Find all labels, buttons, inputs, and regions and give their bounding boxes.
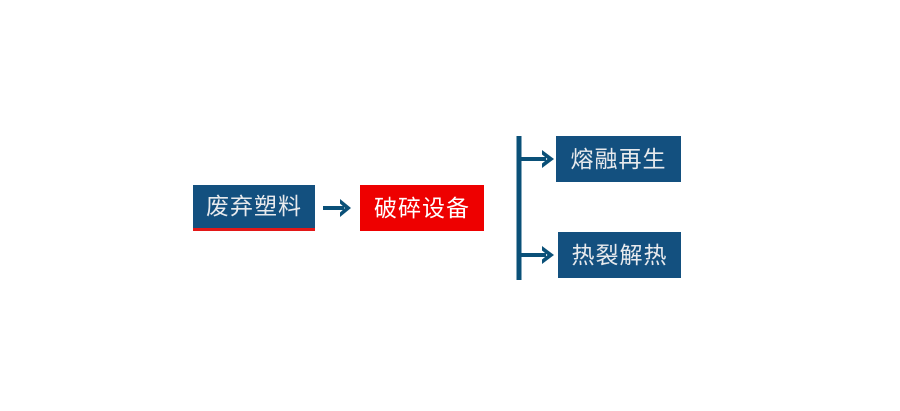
arrow-right-glyph: [323, 199, 351, 217]
arrow-right-icon: [320, 193, 356, 223]
branch-connector-glyph: [516, 136, 554, 280]
node-process-crushing-equipment[interactable]: 破碎设备: [360, 185, 484, 231]
node-input-waste-plastic[interactable]: 废弃塑料: [193, 185, 315, 231]
node-process-label: 破碎设备: [374, 194, 470, 221]
node-output-top-label: 熔融再生: [570, 145, 667, 172]
node-output-pyrolysis-heat[interactable]: 热裂解热: [558, 232, 681, 278]
node-output-melt-regeneration[interactable]: 熔融再生: [556, 136, 681, 182]
node-input-label: 废弃塑料: [206, 193, 302, 219]
node-output-bottom-label: 热裂解热: [571, 241, 668, 268]
branch-connector-icon: [508, 130, 564, 286]
